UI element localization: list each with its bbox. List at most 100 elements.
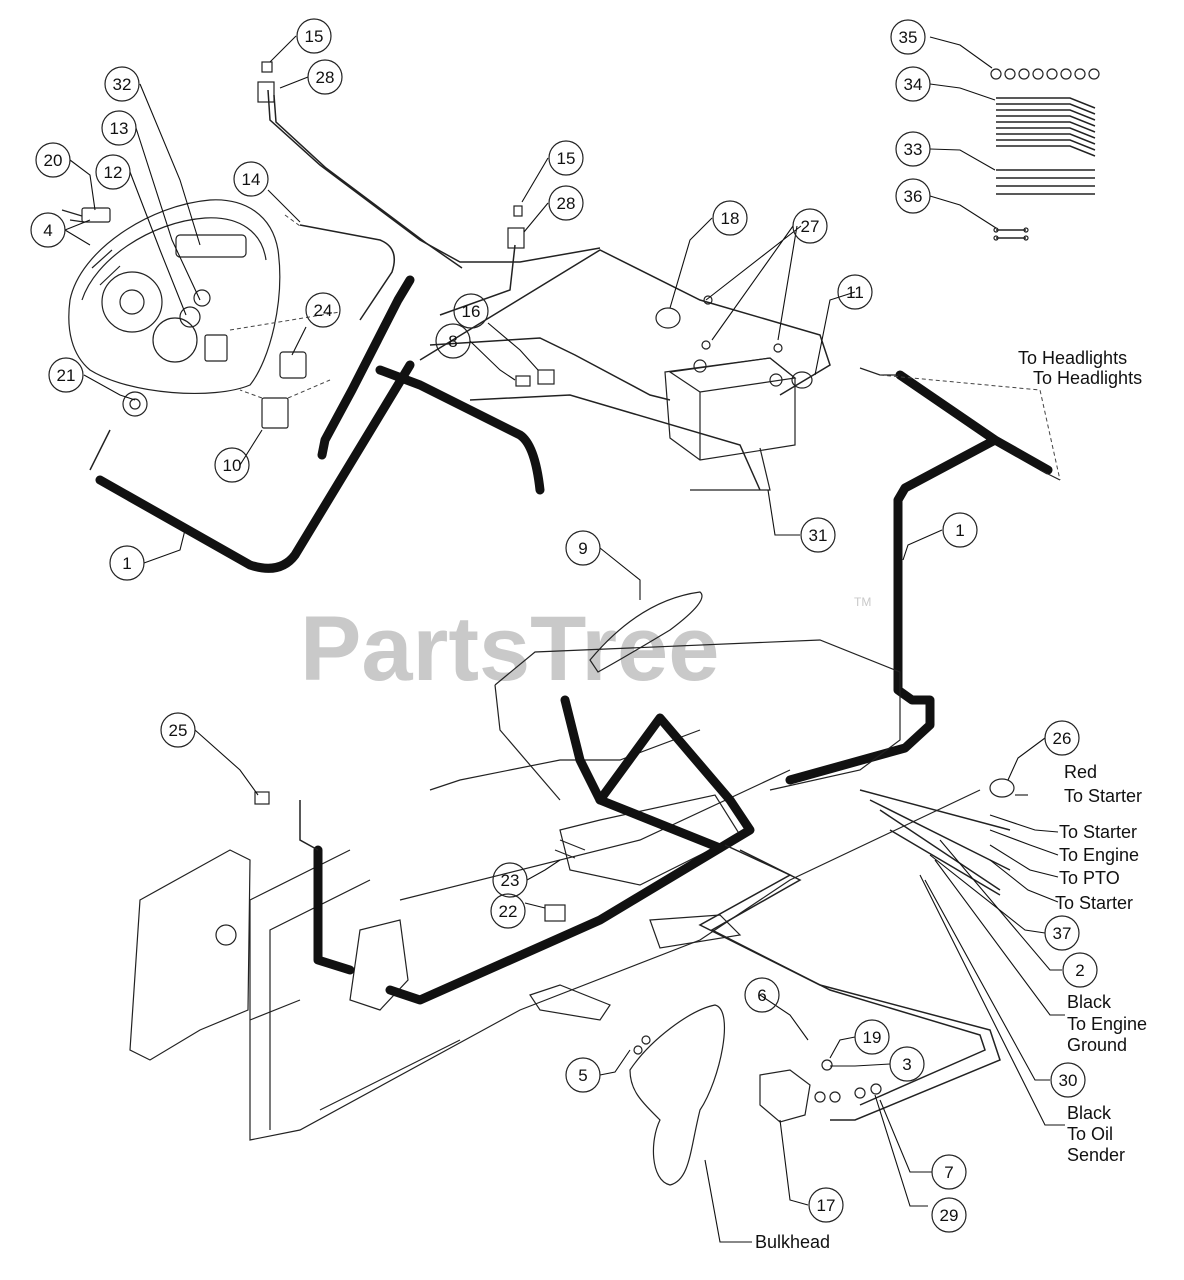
bulkhead-part [629, 1004, 726, 1186]
callout-31: 31 [800, 517, 836, 553]
svg-text:28: 28 [557, 194, 576, 213]
callout-9: 9 [565, 530, 601, 566]
callout-36: 36 [895, 178, 931, 214]
label-to-engine-ground: To Engine [1067, 1014, 1147, 1034]
callout-22: 22 [490, 893, 526, 929]
connector-28-top [257, 81, 275, 103]
callout-37: 37 [1044, 915, 1080, 951]
callout-7: 7 [931, 1154, 967, 1190]
svg-text:36: 36 [904, 187, 923, 206]
svg-text:34: 34 [904, 75, 923, 94]
belt-9 [589, 591, 703, 673]
chassis-frame [249, 639, 981, 1141]
svg-text:19: 19 [863, 1028, 882, 1047]
headlight-harness [785, 367, 1061, 785]
svg-text:15: 15 [557, 149, 576, 168]
label-to-engine: To Engine [1059, 845, 1139, 865]
svg-text:2: 2 [1075, 961, 1084, 980]
harness-box-23 [554, 794, 741, 886]
callout-3: 3 [889, 1046, 925, 1082]
callout-32: 32 [104, 66, 140, 102]
svg-text:9: 9 [578, 539, 587, 558]
label-to-headlights-2: To Headlights [1033, 368, 1142, 388]
callout-28-top: 28 [307, 59, 343, 95]
module-10 [239, 379, 331, 429]
bulbs-35 [990, 68, 1100, 80]
side-plate [129, 849, 251, 1061]
svg-text:27: 27 [801, 217, 820, 236]
dash-guides [229, 214, 341, 331]
jumpers-36 [993, 227, 1029, 241]
trademark: TM [854, 595, 871, 609]
callout-5: 5 [565, 1057, 601, 1093]
svg-text:4: 4 [43, 221, 52, 240]
callout-10: 10 [214, 447, 250, 483]
connector-25 [254, 791, 270, 805]
key-switch-21 [122, 391, 148, 417]
label-black-2: Black [1067, 1103, 1112, 1123]
connector-8 [515, 375, 531, 387]
solenoid-17 [759, 1069, 811, 1123]
svg-text:13: 13 [110, 119, 129, 138]
callout-17: 17 [808, 1187, 844, 1223]
label-to-headlights-1: To Headlights [1018, 348, 1127, 368]
fuse-18 [655, 307, 681, 329]
callout-34: 34 [895, 66, 931, 102]
callout-26: 26 [1044, 720, 1080, 756]
label-black-1: Black [1067, 992, 1112, 1012]
svg-text:10: 10 [223, 456, 242, 475]
svg-text:1: 1 [122, 554, 131, 573]
callout-12: 12 [95, 154, 131, 190]
svg-text:7: 7 [944, 1163, 953, 1182]
upper-harness [89, 89, 831, 573]
svg-text:21: 21 [57, 366, 76, 385]
callout-35: 35 [890, 19, 926, 55]
cable-11 [791, 371, 813, 389]
label-to-starter-1: To Starter [1059, 822, 1137, 842]
callout-30: 30 [1050, 1062, 1086, 1098]
ties-34 [996, 97, 1096, 157]
svg-text:22: 22 [499, 902, 518, 921]
callout-27: 27 [792, 208, 828, 244]
label-to-pto: To PTO [1059, 868, 1120, 888]
callout-20: 20 [35, 142, 71, 178]
connector-15-mid [513, 205, 523, 217]
connector-16 [537, 369, 555, 385]
svg-text:23: 23 [501, 871, 520, 890]
svg-text:24: 24 [314, 301, 333, 320]
svg-text:11: 11 [846, 283, 864, 302]
callout-4: 4 [30, 212, 66, 248]
label-to-oil: To Oil [1067, 1124, 1113, 1144]
connector-28-mid [507, 227, 525, 249]
svg-text:28: 28 [316, 68, 335, 87]
svg-text:32: 32 [113, 75, 132, 94]
svg-text:31: 31 [809, 526, 828, 545]
callout-13: 13 [101, 110, 137, 146]
callout-23: 23 [492, 862, 528, 898]
callout-19: 19 [854, 1019, 890, 1055]
leader-lines [64, 35, 1065, 1243]
svg-text:3: 3 [902, 1055, 911, 1074]
svg-text:20: 20 [44, 151, 63, 170]
svg-text:26: 26 [1053, 729, 1072, 748]
screws-5 [633, 1035, 651, 1055]
callout-1-right: 1 [942, 512, 978, 548]
svg-text:33: 33 [904, 140, 923, 159]
svg-text:12: 12 [104, 163, 123, 182]
svg-text:8: 8 [448, 332, 457, 351]
svg-text:1: 1 [955, 521, 964, 540]
svg-text:35: 35 [899, 28, 918, 47]
callout-15-top: 15 [296, 18, 332, 54]
label-red: Red [1064, 762, 1097, 782]
callout-21: 21 [48, 357, 84, 393]
terminals-3-7-29 [814, 1059, 882, 1103]
battery [664, 357, 797, 491]
terminal-22 [544, 904, 566, 922]
svg-text:29: 29 [940, 1206, 959, 1225]
svg-text:37: 37 [1053, 924, 1072, 943]
dash-panel [68, 199, 281, 395]
svg-text:18: 18 [721, 209, 740, 228]
callout-14: 14 [233, 161, 269, 197]
svg-text:6: 6 [757, 986, 766, 1005]
